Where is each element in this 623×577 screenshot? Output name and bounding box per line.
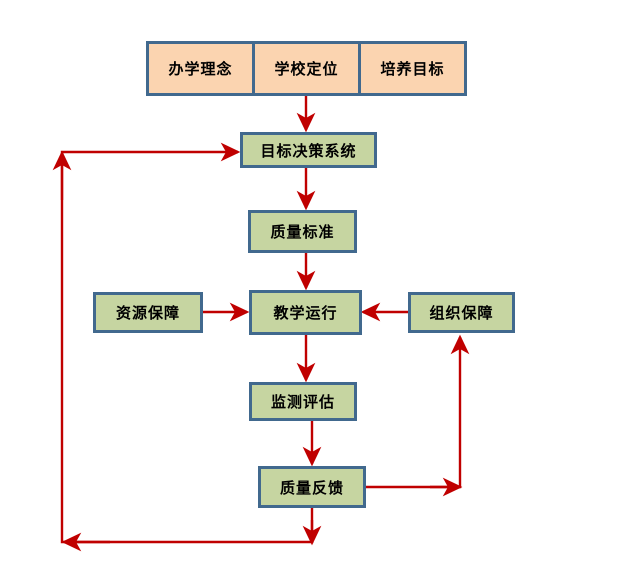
- node-goal-decision-system[interactable]: 目标决策系统: [240, 132, 377, 168]
- top-concept-group: 办学理念 学校定位 培养目标: [146, 41, 467, 96]
- node-quality-standard[interactable]: 质量标准: [248, 210, 357, 253]
- node-quality-feedback[interactable]: 质量反馈: [258, 466, 366, 508]
- node-teaching-operation[interactable]: 教学运行: [249, 290, 362, 335]
- node-training-objective[interactable]: 培养目标: [361, 44, 464, 93]
- node-schooling-philosophy[interactable]: 办学理念: [149, 44, 255, 93]
- node-monitoring-evaluation[interactable]: 监测评估: [249, 382, 357, 421]
- node-organizational-support[interactable]: 组织保障: [408, 292, 515, 333]
- edge-feedback-to-organization: [366, 334, 470, 489]
- node-resource-support[interactable]: 资源保障: [93, 292, 203, 333]
- node-school-positioning[interactable]: 学校定位: [255, 44, 361, 93]
